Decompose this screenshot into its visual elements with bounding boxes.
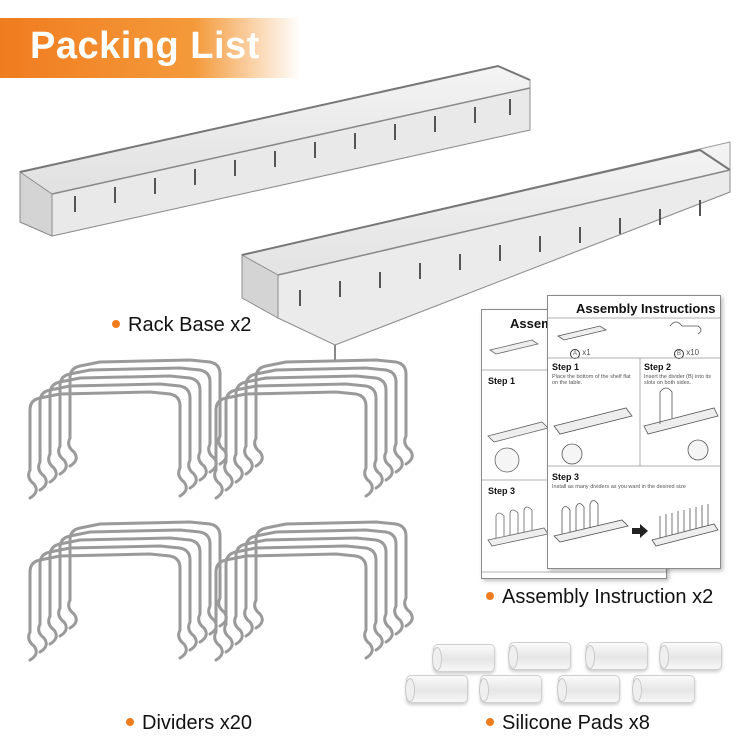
divider-group-1	[27, 358, 228, 500]
divider-group-2	[213, 358, 414, 500]
silicone-pad	[557, 675, 620, 703]
step-3-text: Install as many dividers as you want in …	[552, 484, 686, 490]
caption-rack-base: Rack Base x2	[112, 314, 251, 337]
caption-text: Silicone Pads x8	[502, 712, 650, 734]
part-b-icon: B	[674, 349, 684, 359]
instruction-title: Assembly Instructions	[576, 301, 716, 316]
caption-silicone-pads: Silicone Pads x8	[486, 712, 650, 735]
caption-text: Assembly Instruction x2	[502, 586, 714, 608]
step-2-label: Step 2	[644, 362, 672, 372]
title-banner	[0, 18, 300, 78]
instruction-title: Assem	[510, 316, 553, 331]
instruction-sheet-front: Assembly Instructions A x1 B x10 Step 1 …	[547, 295, 721, 569]
silicone-pad	[405, 675, 468, 703]
step-1-label: Step 1	[488, 376, 516, 386]
silicone-pad	[659, 642, 722, 670]
step-2-text: Insert the divider (B) into its slots on…	[644, 374, 711, 386]
page-title: Packing List	[30, 25, 260, 67]
part-a-icon: A	[570, 349, 580, 359]
caption-dividers: Dividers x20	[126, 712, 252, 735]
step-3-label: Step 3	[552, 472, 580, 482]
silicone-pad	[432, 644, 495, 672]
caption-text: Rack Base x2	[128, 314, 252, 336]
bullet-dot	[486, 591, 494, 600]
step-1-text: Place the bottom of the shelf flat on th…	[552, 374, 631, 386]
bullet-dot	[126, 717, 134, 726]
part-b-quantity: x10	[686, 348, 700, 357]
silicone-pad	[632, 675, 695, 703]
part-a-quantity: x1	[582, 348, 591, 357]
silicone-pad	[585, 642, 648, 670]
part-a-count: A x1	[570, 348, 591, 359]
instruction-sheet-back-drawings	[482, 339, 666, 573]
silicone-pad	[508, 642, 571, 670]
divider-group-3	[27, 520, 228, 662]
bullet-dot	[112, 319, 120, 328]
rack-base-2	[241, 141, 731, 362]
rack-base-1	[19, 64, 531, 237]
divider-group-4	[213, 520, 414, 662]
instruction-sheet-front-drawings	[548, 317, 720, 547]
step-3-label: Step 3	[488, 486, 516, 496]
caption-assembly-instruction: Assembly Instruction x2	[486, 586, 713, 609]
caption-text: Dividers x20	[142, 712, 253, 734]
silicone-pad	[479, 675, 542, 703]
bullet-dot	[486, 717, 494, 726]
step-1-label: Step 1	[552, 362, 580, 372]
part-b-count: B x10	[674, 348, 699, 359]
